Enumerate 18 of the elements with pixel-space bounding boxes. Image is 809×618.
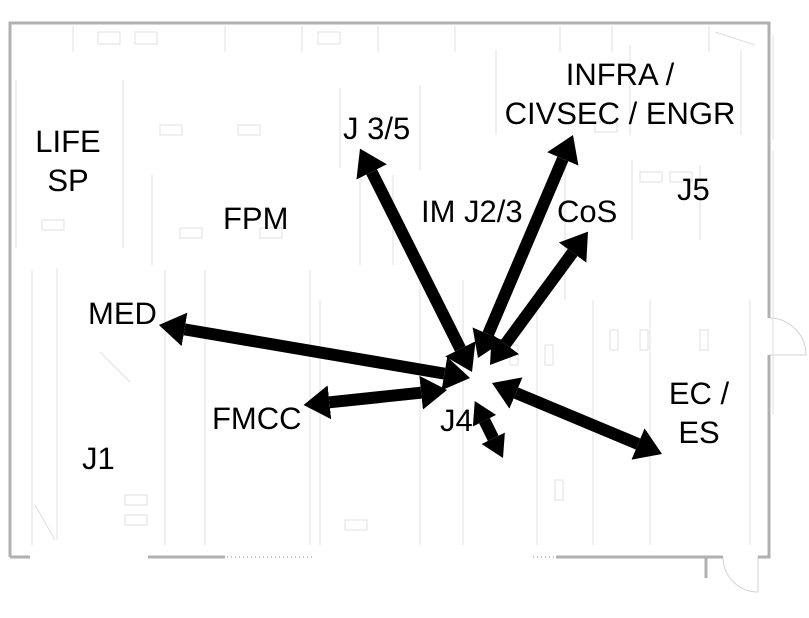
room-label: J 3/5 — [343, 111, 410, 147]
double-arrow — [304, 376, 447, 420]
room-label: IM J2/3 — [421, 194, 523, 230]
double-arrow — [356, 148, 476, 372]
room-label: INFRA / CIVSEC / ENGR — [502, 55, 738, 133]
room-label: J1 — [82, 441, 115, 477]
room-label: CoS — [557, 194, 618, 230]
double-arrow — [492, 377, 662, 460]
room-label: FMCC — [212, 401, 302, 437]
room-label: J4 — [440, 403, 473, 439]
room-label: LIFE SP — [34, 123, 102, 200]
room-label: EC / ES — [664, 374, 734, 452]
room-label: J5 — [677, 172, 710, 208]
double-arrow — [490, 232, 588, 365]
double-arrow — [472, 401, 505, 458]
room-label: FPM — [223, 201, 288, 237]
room-label: MED — [88, 296, 157, 332]
double-arrow — [158, 312, 470, 390]
